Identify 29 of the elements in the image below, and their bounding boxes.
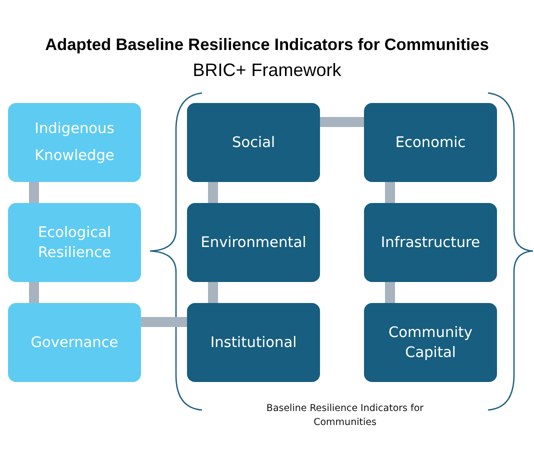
connector-bar xyxy=(385,282,395,303)
indicator-box xyxy=(364,203,497,282)
box-label: Infrastructure xyxy=(380,234,480,252)
connector-bar xyxy=(29,282,39,303)
connector-bar xyxy=(141,317,187,327)
indicator-box xyxy=(364,303,497,382)
box-label: Community Capital xyxy=(388,324,474,362)
box-label: Governance xyxy=(30,334,118,352)
connector-bar xyxy=(385,182,395,203)
indicator-box xyxy=(8,203,141,282)
diagram-title: Adapted Baseline Resilience Indicators for Communities xyxy=(44,36,490,55)
subtitle: BRIC+ Framework xyxy=(192,60,342,81)
indicator-box xyxy=(187,203,320,282)
box-label: Social xyxy=(232,134,275,152)
brace-caption: Baseline Resilience Indicators for Communities xyxy=(265,402,425,430)
box-label: Institutional xyxy=(210,334,297,352)
connector-bar xyxy=(29,182,39,203)
box-label: Environmental xyxy=(200,234,306,252)
indicator-box xyxy=(187,303,320,382)
box-label: Ecological Resilience xyxy=(36,224,112,262)
connector-bar xyxy=(320,117,364,127)
connector-bar xyxy=(208,182,218,203)
indicator-box xyxy=(8,303,141,382)
box-label: Indigenous Knowledge xyxy=(34,120,116,166)
indicator-box xyxy=(364,103,497,182)
box-label: Economic xyxy=(395,134,466,152)
indicator-box xyxy=(187,103,320,182)
indicator-box xyxy=(8,103,141,182)
connector-bar xyxy=(208,282,218,303)
